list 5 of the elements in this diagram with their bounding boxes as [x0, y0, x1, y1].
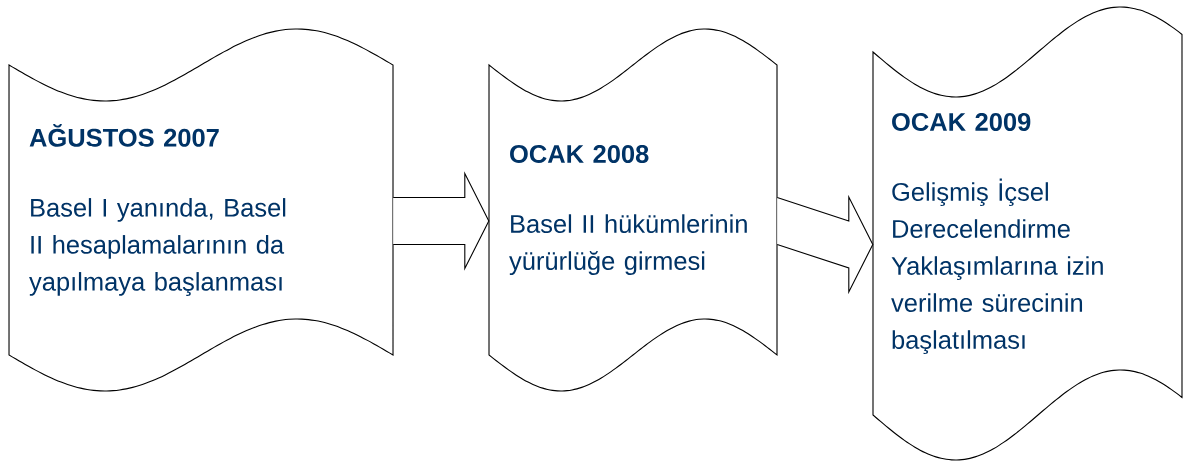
scroll-box: AĞUSTOS 2007 Basel I yanında, Basel II hesaplamalarının da yapılmaya başlanması [8, 28, 394, 392]
block-arrow [776, 194, 874, 295]
scroll-box: OCAK 2008 Basel II hükümlerinin yürürlüğe girmesi [488, 28, 778, 392]
block-arrow [392, 171, 490, 271]
scroll-box: OCAK 2009 Gelişmiş İçsel Derecelendirme Yaklaşımlarına izin verilme sürecinin başlatılması [872, 6, 1183, 461]
